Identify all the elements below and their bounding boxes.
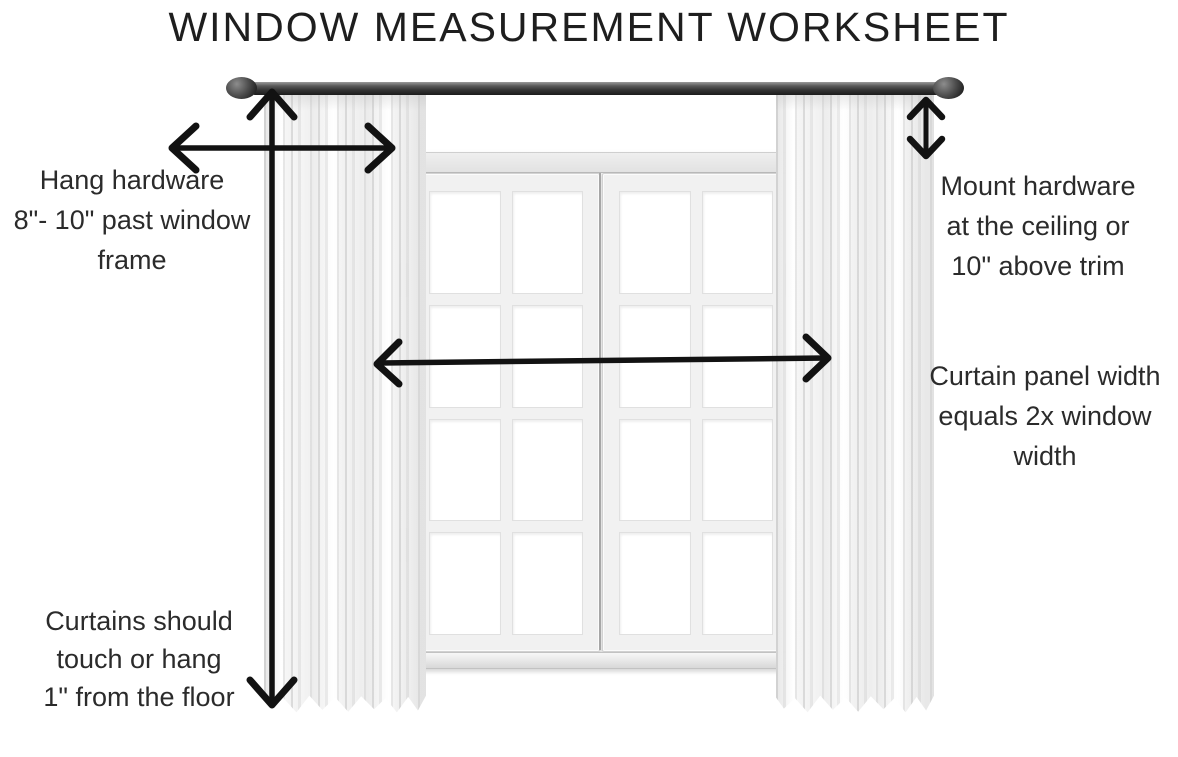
window-pane — [619, 191, 691, 294]
label-mount-hardware: Mount hardware at the ceiling or 10" abo… — [915, 166, 1161, 286]
window-pane — [429, 532, 501, 635]
label-line: frame — [97, 245, 167, 275]
label-line: 8"- 10" past window — [13, 205, 251, 235]
panel-width-arrow — [373, 333, 832, 388]
window-pane — [619, 418, 691, 522]
rod-finial-right — [933, 77, 964, 99]
window-pane — [429, 304, 501, 408]
window-pane — [619, 532, 691, 635]
window-sash-right — [602, 173, 790, 652]
label-line: touch or hang — [56, 644, 222, 674]
label-line: Curtains should — [45, 606, 233, 636]
label-line: Curtain panel width — [929, 361, 1161, 391]
window-sash-left — [412, 173, 600, 652]
label-line: equals 2x window — [938, 401, 1152, 431]
curtain-panel-left — [264, 92, 426, 713]
curtain-panel-right — [776, 92, 934, 713]
window-pane — [619, 304, 691, 408]
label-hang-hardware: Hang hardware 8"- 10" past window frame — [0, 160, 264, 280]
pane-grid — [429, 191, 583, 635]
rod-finial-left — [226, 77, 257, 99]
label-line: Mount hardware — [940, 171, 1136, 201]
window-pane — [701, 418, 773, 522]
window-pane — [511, 191, 583, 294]
label-line: 1" from the floor — [43, 682, 235, 712]
window-pane — [511, 304, 583, 408]
window-head-frame — [403, 153, 791, 173]
page-title: WINDOW MEASUREMENT WORKSHEET — [168, 4, 1010, 50]
label-line: at the ceiling or — [946, 211, 1130, 241]
window-pane — [429, 191, 501, 294]
window-pane — [701, 191, 773, 294]
window-illustration — [397, 152, 797, 669]
curtain-rod — [253, 82, 939, 95]
window-pane — [701, 532, 773, 635]
window-pane — [429, 418, 501, 522]
label-curtain-length: Curtains should touch or hang 1" from th… — [25, 602, 253, 716]
pane-grid — [619, 191, 773, 635]
window-pane — [511, 532, 583, 635]
label-line: 10" above trim — [951, 251, 1125, 281]
rod-to-floor-arrow — [246, 88, 298, 709]
window-pane — [511, 418, 583, 522]
hardware-offset-arrow — [168, 122, 396, 174]
label-panel-width: Curtain panel width equals 2x window wid… — [912, 356, 1178, 476]
label-line: width — [1013, 441, 1077, 471]
mount-height-arrow — [906, 96, 946, 160]
label-line: Hang hardware — [39, 165, 225, 195]
window-meeting-rail — [599, 173, 601, 650]
